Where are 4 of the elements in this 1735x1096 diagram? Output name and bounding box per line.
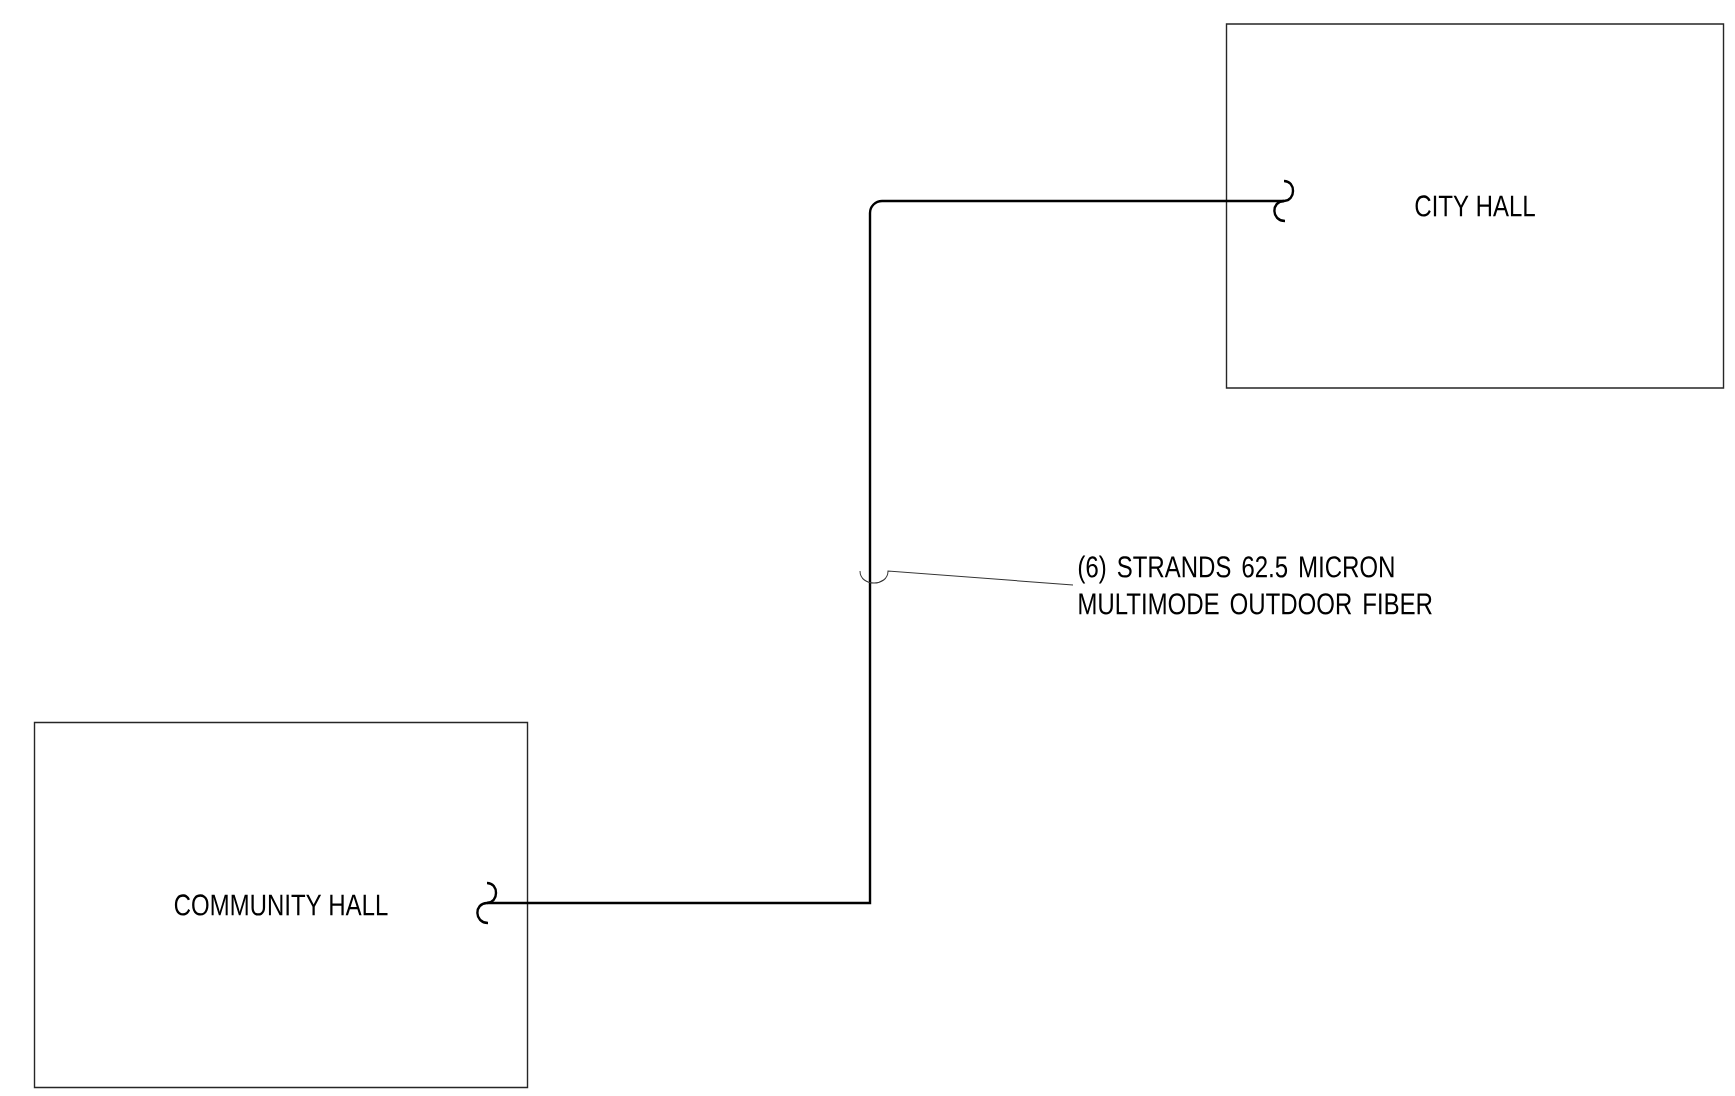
cable-note: (6) STRANDS 62.5 MICRON MULTIMODE OUTDOOR FIBER — [1078, 555, 1432, 615]
building-box: COMMUNITY HALL — [33, 721, 529, 1089]
building-box: CITY HALL — [1225, 23, 1725, 389]
leader-line — [859, 570, 1074, 586]
